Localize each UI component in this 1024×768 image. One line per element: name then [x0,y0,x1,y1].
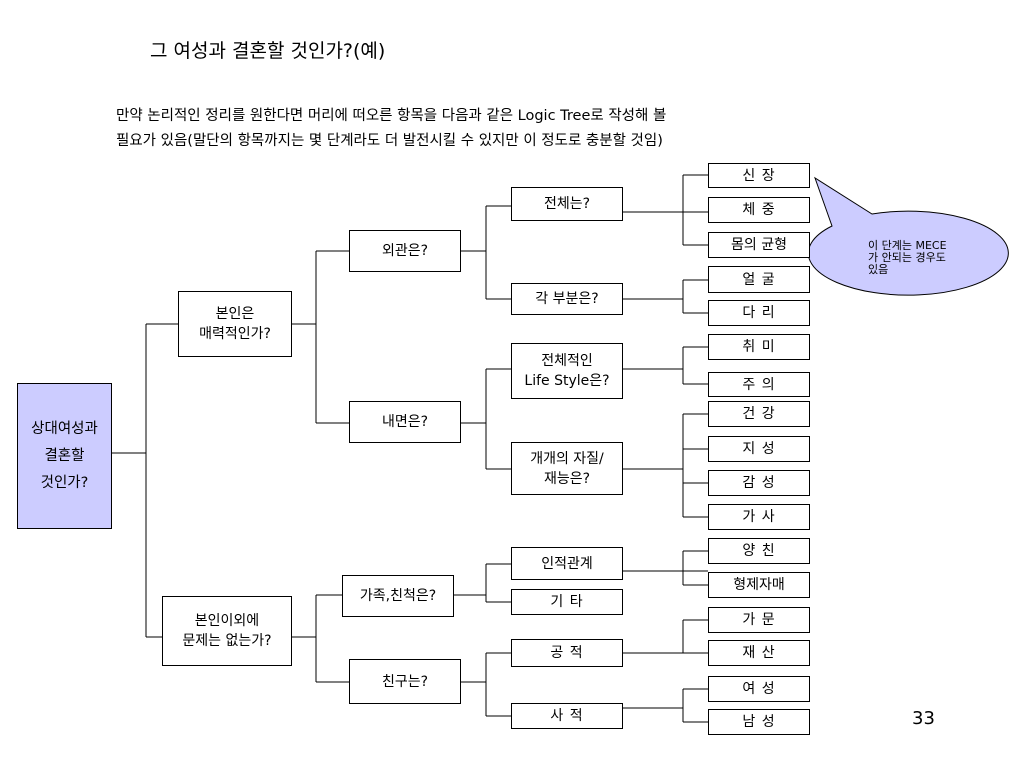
leaf-health: 건 강 [708,401,810,427]
page-number: 33 [912,708,935,729]
leaf-sensibility: 감 성 [708,470,810,496]
parts-box: 각 부분은? [511,283,623,315]
intro-text: 만약 논리적인 정리를 원한다면 머리에 떠오른 항목을 다음과 같은 Logi… [116,104,666,154]
whole-box: 전체는? [511,187,623,221]
intro-line-2: 필요가 있음(말단의 항목까지는 몇 단계라도 더 발전시킬 수 있지만 이 정… [116,133,663,149]
private-box: 사 적 [511,703,623,729]
friends-box: 친구는? [349,659,461,704]
slide-title: 그 여성과 결혼할 것인가?(예) [150,40,386,62]
inner-box: 내면은? [349,401,461,443]
leaf-hobby: 취 미 [708,334,810,360]
callout-bubble [807,176,1009,296]
callout-note: 이 단계는 MECE 가 안되는 경우도 있음 [868,239,947,276]
leaf-male: 남 성 [708,709,810,735]
relations-box: 인적관계 [511,547,623,580]
etc-box: 기 타 [511,589,623,615]
leaf-assets: 재 산 [708,640,810,666]
leaf-height: 신 장 [708,163,810,188]
leaf-siblings: 형제자매 [708,572,810,598]
leaf-parents: 양 친 [708,538,810,564]
family-box: 가족,친척은? [342,575,454,617]
leaf-weight: 체 중 [708,197,810,223]
leaf-intellect: 지 성 [708,436,810,462]
public-box: 공 적 [511,639,623,667]
intro-line-1: 만약 논리적인 정리를 원한다면 머리에 떠오른 항목을 다음과 같은 Logi… [116,108,667,124]
leaf-housework: 가 사 [708,504,810,530]
talent-box: 개개의 자질/ 재능은? [511,442,623,495]
leaf-balance: 몸의 균형 [708,232,810,258]
appearance-box: 외관은? [349,230,461,272]
leaf-face: 얼 굴 [708,266,810,293]
lifestyle-box: 전체적인 Life Style은? [511,343,623,399]
leaf-ideas: 주 의 [708,372,810,397]
leaf-female: 여 성 [708,676,810,702]
other-issues-box: 본인이외에 문제는 없는가? [162,596,292,666]
leaf-family-bg: 가 문 [708,607,810,633]
root-question-box: 상대여성과 결혼할 것인가? [17,383,112,529]
attractive-box: 본인은 매력적인가? [178,291,292,357]
leaf-legs: 다 리 [708,300,810,326]
